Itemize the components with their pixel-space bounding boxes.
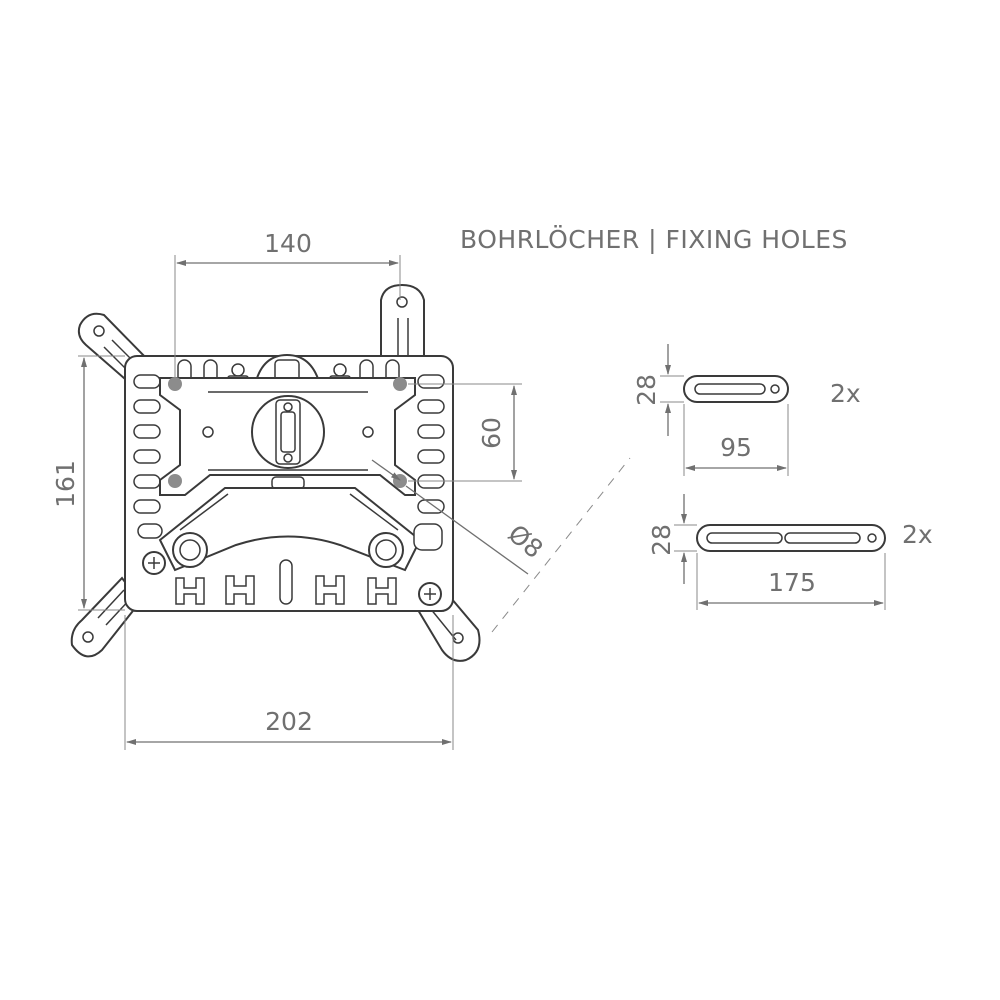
- dimension-202-label: 202: [265, 707, 313, 736]
- right-slots: [417, 374, 445, 514]
- vesa-hole-top-left: [168, 377, 182, 391]
- dimension-hole-spacing: 60: [408, 383, 522, 482]
- short-arm-quantity-label: 2x: [830, 379, 861, 408]
- vesa-hole-markers: [168, 377, 407, 488]
- adapter-hole-left: [202, 426, 214, 438]
- adapter-hole-right: [362, 426, 374, 438]
- dimension-bottom-width: 202: [124, 615, 454, 750]
- dimension-diameter-label: Ø8: [503, 519, 549, 564]
- slot-arm-long: 28 175 2x: [647, 494, 933, 610]
- dimension-161-label: 161: [51, 460, 80, 508]
- vesa-mount-assembly: [70, 283, 481, 662]
- lower-bracket: [158, 487, 422, 572]
- short-arm-length-label: 95: [720, 433, 752, 462]
- dimension-140-label: 140: [264, 229, 312, 258]
- dimension-60-label: 60: [477, 417, 506, 449]
- screw-right: [418, 582, 442, 606]
- tilt-mechanism: [251, 395, 325, 490]
- left-slots: [133, 374, 161, 514]
- dimension-top-width: 140: [174, 229, 401, 378]
- slot-arm-short: 28 95 2x: [632, 344, 861, 476]
- dimension-left-height: 161: [51, 355, 125, 611]
- knob-right: [368, 532, 404, 568]
- bottom-h-slots: [175, 559, 397, 605]
- detail-leader-dashed: [491, 457, 631, 633]
- vesa-hole-top-right: [393, 377, 407, 391]
- vesa-hole-bottom-left: [168, 474, 182, 488]
- short-arm-height-label: 28: [632, 374, 661, 406]
- fixing-holes-title: BOHRLÖCHER | FIXING HOLES: [460, 225, 848, 254]
- arm-top-right: [380, 283, 425, 361]
- long-arm-height-label: 28: [647, 524, 676, 556]
- long-arm-quantity-label: 2x: [902, 520, 933, 549]
- long-arm-length-label: 175: [768, 568, 816, 597]
- arm-bottom-left: [70, 576, 142, 658]
- knob-left: [172, 532, 208, 568]
- screw-left: [142, 551, 166, 575]
